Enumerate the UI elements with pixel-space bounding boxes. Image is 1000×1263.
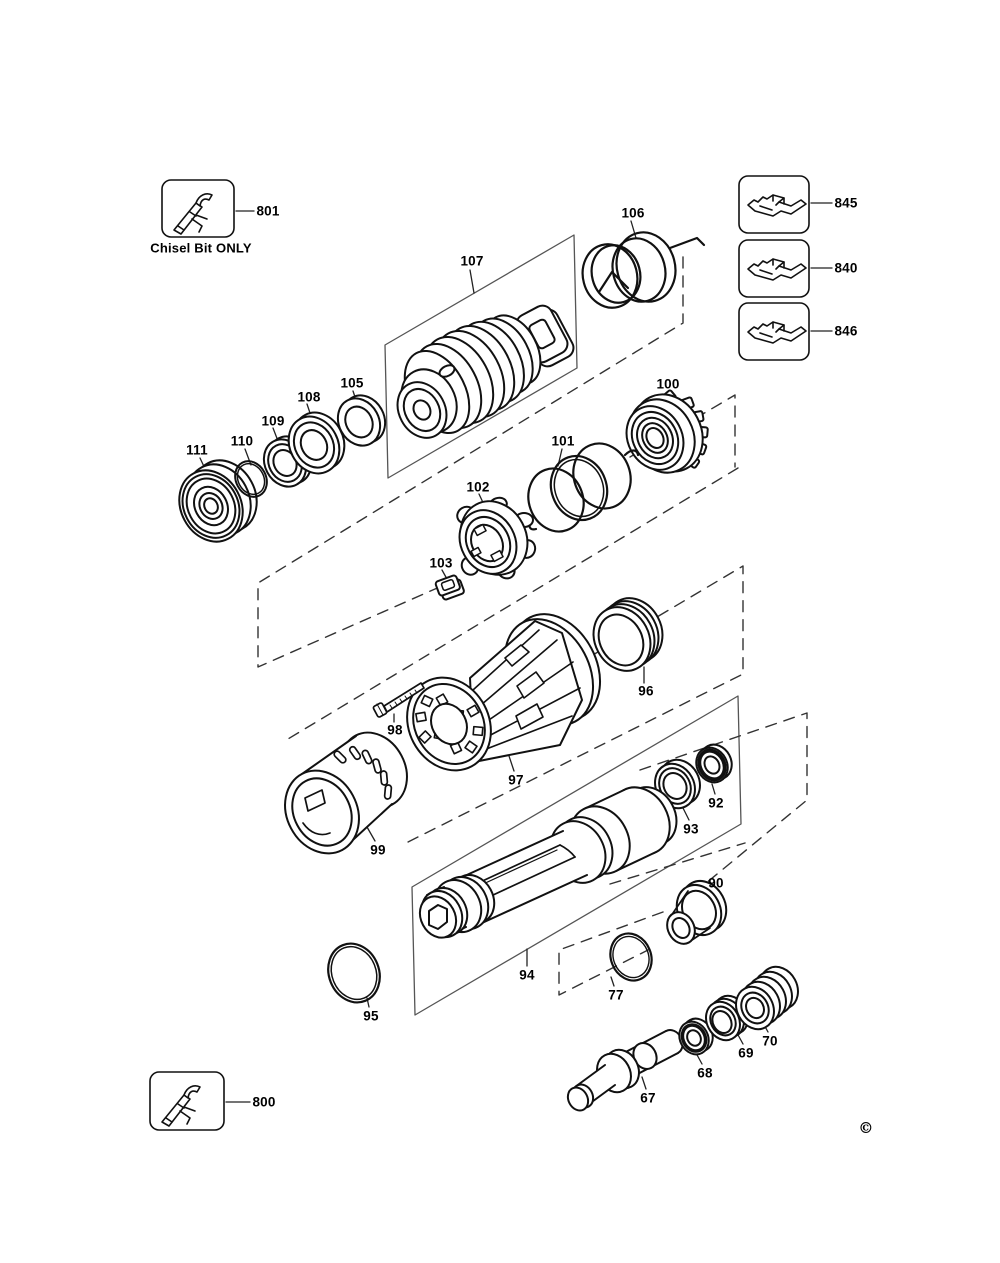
callout-box-846 — [739, 303, 809, 360]
part-label-801: 801 — [256, 203, 280, 219]
part-label-68: 68 — [697, 1065, 713, 1081]
callout-box-800 — [150, 1072, 224, 1130]
part-label-800: 800 — [252, 1094, 276, 1110]
part-label-99: 99 — [370, 842, 386, 858]
part-92-drawing — [690, 739, 737, 788]
part-97-drawing — [391, 599, 617, 785]
part-108-drawing — [279, 404, 354, 483]
part-98-drawing — [373, 683, 424, 718]
part-label-94: 94 — [519, 967, 535, 983]
part-102-drawing — [448, 489, 540, 586]
part-label-109: 109 — [261, 413, 285, 429]
part-94-drawing — [413, 777, 686, 944]
part-77-drawing — [603, 927, 658, 986]
part-105-drawing — [330, 388, 393, 453]
part-label-107: 107 — [460, 253, 484, 269]
part-label-840: 840 — [834, 260, 858, 276]
part-label-96: 96 — [638, 683, 654, 699]
part-99-drawing — [271, 721, 420, 866]
part-111-drawing — [167, 449, 269, 553]
part-label-100: 100 — [656, 376, 680, 392]
part-label-92: 92 — [708, 795, 724, 811]
part-label-845: 845 — [834, 195, 858, 211]
copyright-label: © — [858, 1119, 874, 1137]
part-label-77: 77 — [608, 987, 624, 1003]
part-96-drawing — [583, 588, 674, 681]
part-90-drawing — [662, 873, 735, 948]
part-95-drawing — [320, 936, 389, 1010]
part-110-drawing — [229, 456, 273, 503]
callout-box-845 — [739, 176, 809, 233]
part-label-846: 846 — [834, 323, 858, 339]
part-100-drawing — [616, 382, 716, 484]
part-label-101: 101 — [551, 433, 575, 449]
solid-plane-group-94 — [412, 696, 741, 1015]
part-label-106: 106 — [621, 205, 645, 221]
part-label-103: 103 — [429, 555, 453, 571]
part-106-drawing — [576, 226, 704, 314]
part-label-70: 70 — [762, 1033, 778, 1049]
part-label-108: 108 — [297, 389, 321, 405]
part-label-67: 67 — [640, 1090, 656, 1106]
solid-plane-group-107 — [385, 235, 577, 478]
part-label-102: 102 — [466, 479, 490, 495]
part-label-105: 105 — [340, 375, 364, 391]
part-70-drawing — [729, 960, 805, 1036]
part-67-drawing — [564, 1026, 687, 1114]
callout-box-840 — [739, 240, 809, 297]
part-label-97: 97 — [508, 772, 524, 788]
chisel-note-label: Chisel Bit ONLY — [150, 240, 252, 256]
part-68-drawing — [674, 1013, 719, 1059]
callout-box-801 — [162, 180, 234, 237]
part-101-drawing — [520, 435, 640, 539]
part-103-drawing — [435, 575, 465, 601]
part-107-drawing — [388, 302, 577, 446]
part-label-93: 93 — [683, 821, 699, 837]
part-label-69: 69 — [738, 1045, 754, 1061]
part-label-90: 90 — [708, 875, 724, 891]
part-label-98: 98 — [387, 722, 403, 738]
part-label-95: 95 — [363, 1008, 379, 1024]
part-label-111: 111 — [186, 442, 208, 458]
part-label-110: 110 — [230, 433, 254, 449]
